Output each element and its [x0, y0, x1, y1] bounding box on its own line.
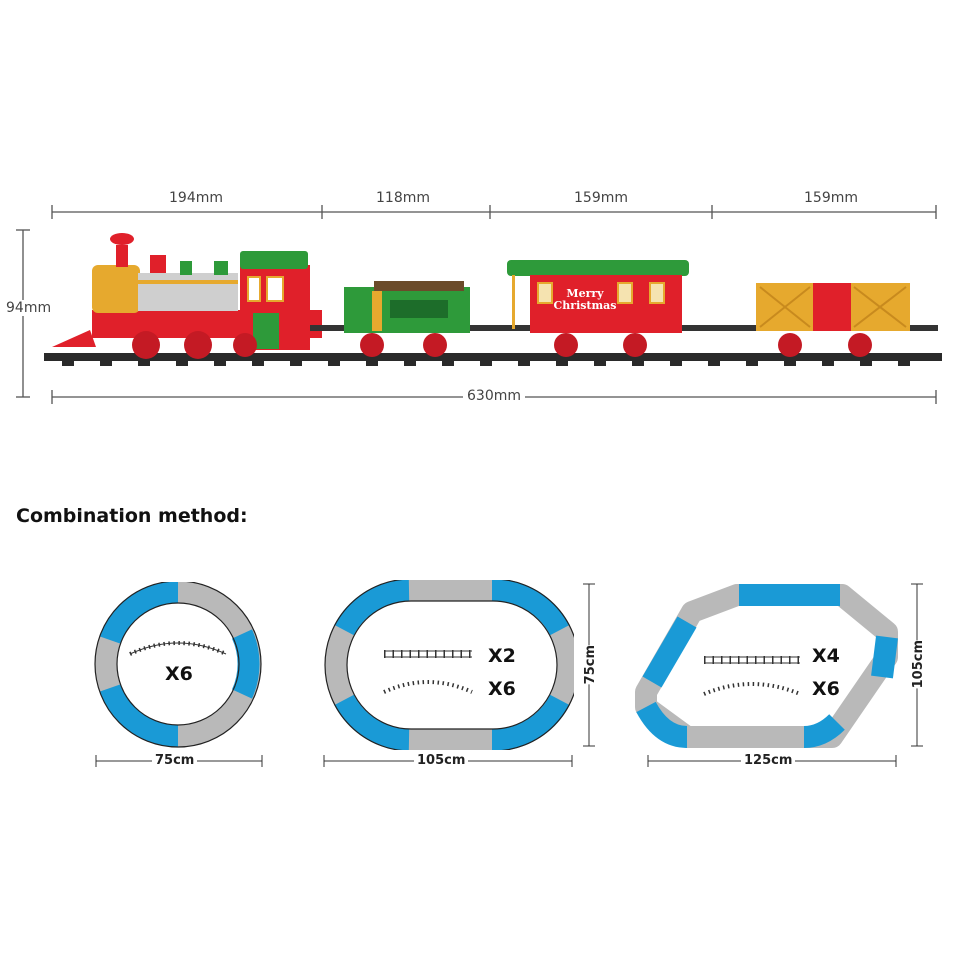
boxcar-text-line2: Christmas	[554, 299, 617, 312]
oval-straight-count: X2	[488, 645, 516, 667]
track-icon	[44, 353, 942, 366]
locomotive-length-label: 194mm	[165, 190, 227, 206]
circle-curved-count: X6	[165, 663, 193, 685]
combination-title: Combination method:	[16, 505, 248, 527]
oval-track-icon	[324, 580, 574, 750]
locomotive-icon	[52, 233, 322, 359]
boxcar-text-line1: Merry	[566, 287, 604, 300]
total-length-label: 630mm	[463, 388, 525, 404]
boxcar-length-label: 159mm	[570, 190, 632, 206]
oval-height-label: 75cm	[580, 645, 601, 685]
oval-curved-count: X6	[488, 678, 516, 700]
hexagon-height-label: 105cm	[908, 640, 929, 689]
hexagon-width-label: 125cm	[741, 753, 796, 768]
boxcar-icon: Merry Christmas	[470, 260, 689, 357]
cargo-wagon-length-label: 159mm	[800, 190, 862, 206]
hexagon-curved-count: X6	[812, 678, 840, 700]
tender-icon	[310, 281, 470, 357]
train-illustration: Merry Christmas	[44, 233, 942, 366]
circle-track-icon	[94, 582, 262, 748]
cargo-wagon-icon	[682, 283, 938, 357]
height-label: 94mm	[2, 300, 56, 316]
tender-length-label: 118mm	[372, 190, 434, 206]
hexagon-track-icon	[635, 584, 898, 748]
circle-width-label: 75cm	[152, 753, 198, 768]
hexagon-straight-count: X4	[812, 645, 840, 667]
oval-width-label: 105cm	[414, 753, 469, 768]
